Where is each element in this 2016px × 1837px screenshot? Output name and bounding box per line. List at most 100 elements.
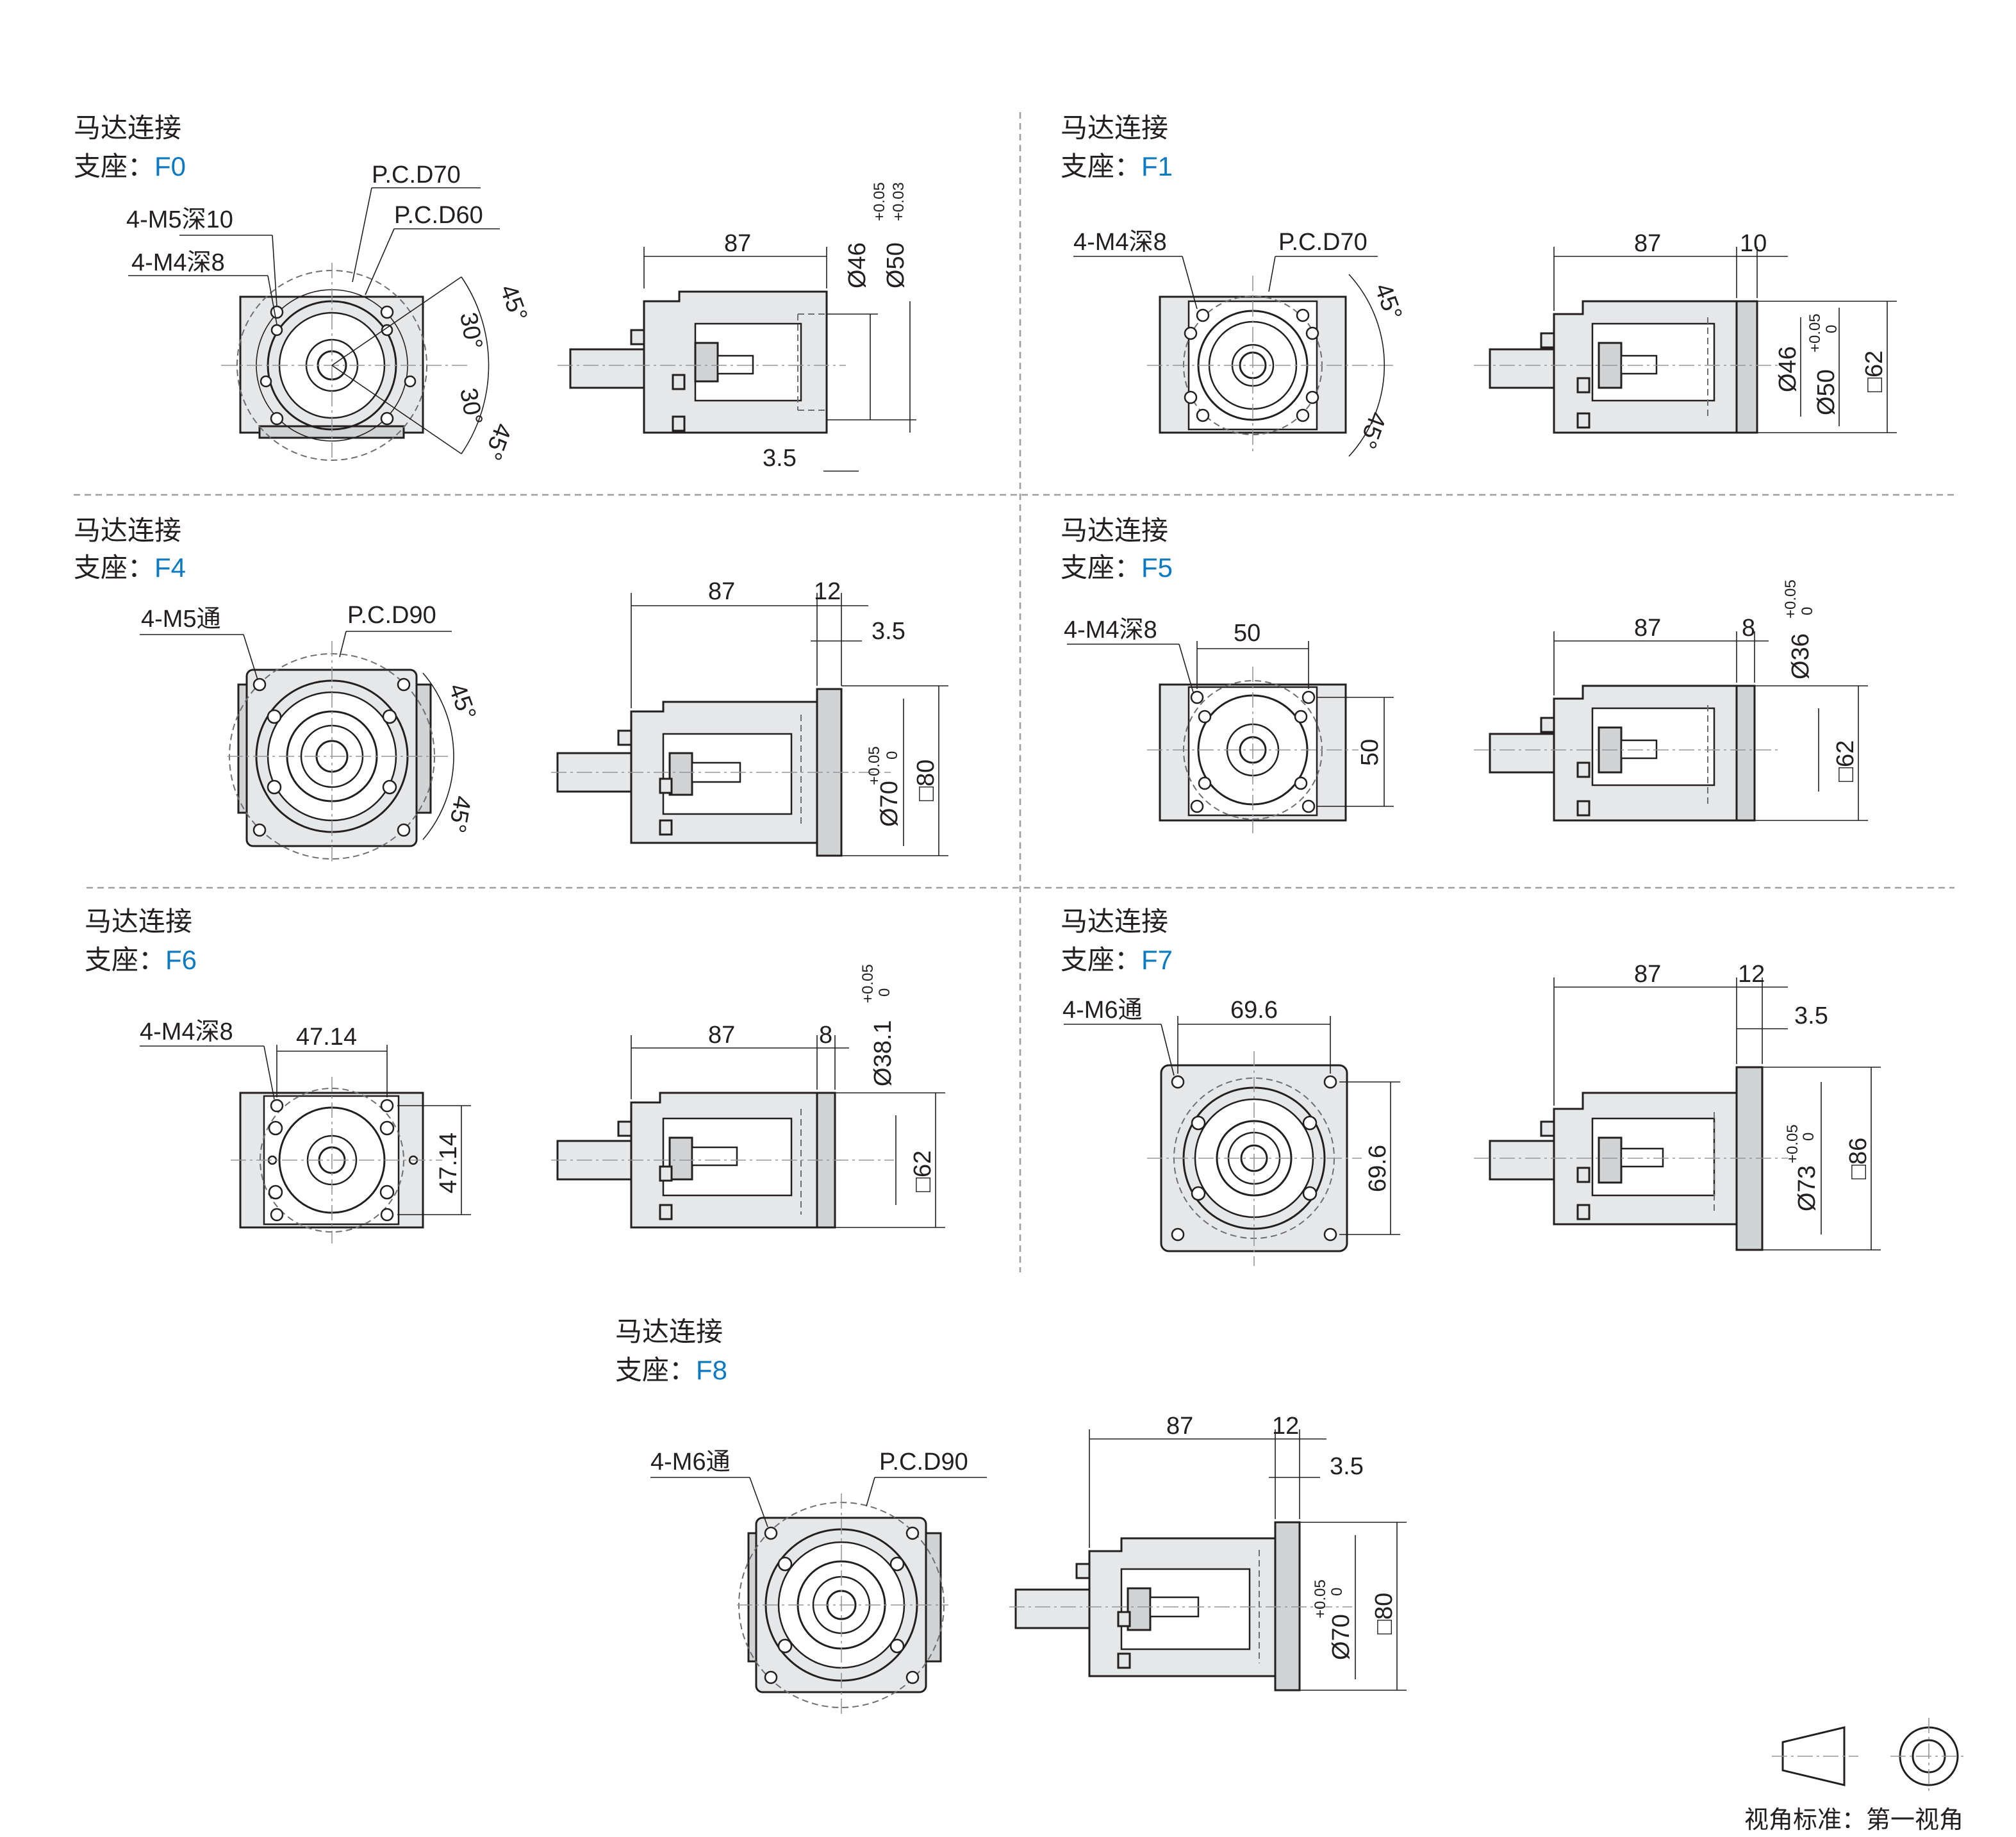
m5-hole	[260, 375, 272, 388]
m4-hole	[270, 1099, 284, 1113]
front-view: 4-M4深8 P.C.D70 45° 45°	[1073, 229, 1407, 457]
panel-f1: 马达连接 支座：F1 4-M4深8 P.C.D70	[1061, 112, 1897, 457]
output-shaft	[1489, 733, 1555, 774]
m4-hole	[1296, 308, 1310, 322]
label-angle: 45°	[479, 420, 516, 463]
side-view: 87 Ø46 Ø50 +0.05 +0.03 3.5	[558, 182, 916, 472]
hole	[382, 779, 397, 795]
seat-line: 支座：F5	[1061, 552, 1173, 583]
label-m4-thread: 4-M4深8	[140, 1018, 233, 1045]
screw-head	[672, 415, 686, 432]
dim-diameter: Ø46	[1774, 346, 1801, 392]
hole	[1294, 776, 1308, 790]
dim-diameter: Ø70	[1328, 1614, 1355, 1660]
label-angle: 45°	[495, 281, 533, 325]
panel-f8: 马达连接 支座：F8 4-M6通 P.C.D90	[615, 1316, 1407, 1715]
adapter-flange	[1735, 685, 1756, 822]
screw-head	[1117, 1611, 1131, 1627]
coupling	[1598, 1136, 1623, 1184]
label-pcd90: P.C.D90	[879, 1449, 968, 1475]
m6-hole	[1171, 1075, 1185, 1089]
hole	[1302, 1186, 1318, 1201]
screw-head	[659, 1204, 673, 1220]
panel-f5: 马达连接 支座：F5 4-M4深8	[1061, 515, 1868, 833]
tolerance-upper: +0.05	[866, 746, 883, 785]
screw-head	[1576, 800, 1590, 817]
screw-head	[617, 1120, 632, 1137]
label-m4-thread: 4-M4深8	[131, 249, 225, 276]
panel-title: 马达连接	[74, 515, 181, 546]
output-shaft	[556, 752, 632, 793]
leader	[243, 634, 258, 680]
hole	[1191, 1186, 1206, 1201]
screw-head	[1576, 377, 1590, 394]
hole	[1302, 1115, 1318, 1131]
seat-label: 支座：	[615, 1354, 696, 1386]
hole	[382, 709, 397, 724]
side-view: 87 8 Ø36 +0.05 0 □62	[1474, 579, 1868, 822]
dim-diameter: Ø46	[844, 242, 871, 288]
dim-diameter: Ø50	[882, 242, 909, 288]
dim-width: 47.14	[296, 1024, 357, 1051]
dim-length: 87	[724, 230, 751, 257]
label-m4-thread: 4-M4深8	[1073, 229, 1167, 256]
m5-hole	[404, 375, 417, 388]
leader	[866, 1477, 875, 1507]
hole	[1305, 390, 1319, 404]
dim-offset: 3.5	[1330, 1453, 1364, 1480]
tolerance-lower: 0	[884, 751, 901, 760]
dim-height: 50	[1357, 739, 1384, 766]
panel-title: 马达连接	[615, 1316, 723, 1347]
m6-hole	[1171, 1227, 1185, 1242]
dim-flange: 10	[1740, 230, 1767, 257]
seat-line: 支座：F1	[1061, 151, 1173, 182]
screw-head	[659, 777, 673, 794]
dim-diameter: Ø36	[1787, 633, 1814, 679]
label-m4-thread: 4-M4深8	[1064, 617, 1157, 644]
output-shaft	[569, 348, 645, 389]
leader	[352, 187, 372, 283]
seat-line: 支座：F8	[615, 1354, 727, 1386]
adapter-flange	[1274, 1521, 1301, 1692]
hole	[1198, 710, 1212, 724]
m6-hole	[1323, 1227, 1337, 1242]
angle-ray	[331, 276, 462, 366]
coupling	[694, 342, 719, 383]
m4-hole	[270, 1208, 284, 1222]
screw-head	[630, 329, 645, 345]
label-angle: 30°	[454, 310, 487, 351]
hole	[1305, 326, 1319, 340]
front-view: 4-M6通 69.6 69.6	[1062, 997, 1400, 1266]
label-pcd70: P.C.D70	[1278, 229, 1367, 256]
leader	[339, 631, 347, 658]
dim-length: 87	[708, 1022, 735, 1049]
dim-flange: 8	[819, 1022, 832, 1049]
label-angle: 45°	[1353, 408, 1391, 452]
seat-label: 支座：	[74, 151, 154, 182]
m4-hole	[1190, 799, 1204, 813]
motor-shaft	[716, 354, 754, 375]
coupling	[668, 752, 693, 796]
dim-length: 87	[708, 578, 735, 605]
motor-shaft	[691, 1146, 738, 1167]
panel-f7: 马达连接 支座：F7	[1061, 906, 1881, 1266]
front-view: P.C.D70 P.C.D60 4-M5深10 4-M4深8 45° 30° 3…	[126, 162, 533, 463]
tolerance-lower: 0	[1800, 1133, 1817, 1141]
leader	[1161, 1024, 1175, 1076]
hole	[1184, 326, 1198, 340]
label-angle: 45°	[443, 680, 481, 724]
panel-title: 马达连接	[85, 906, 192, 937]
screw-head	[617, 729, 632, 746]
motor-shaft	[1620, 739, 1658, 760]
seat-code: F6	[165, 945, 197, 975]
hole	[379, 1120, 395, 1136]
screw-head	[1576, 1204, 1590, 1220]
m4-hole	[1190, 690, 1204, 704]
dim-square: □86	[1845, 1138, 1872, 1179]
hole	[777, 1638, 793, 1654]
screw-head	[1576, 412, 1590, 429]
hole	[268, 1184, 283, 1200]
tolerance-lower: 0	[876, 988, 893, 997]
m4-hole	[1296, 408, 1310, 422]
